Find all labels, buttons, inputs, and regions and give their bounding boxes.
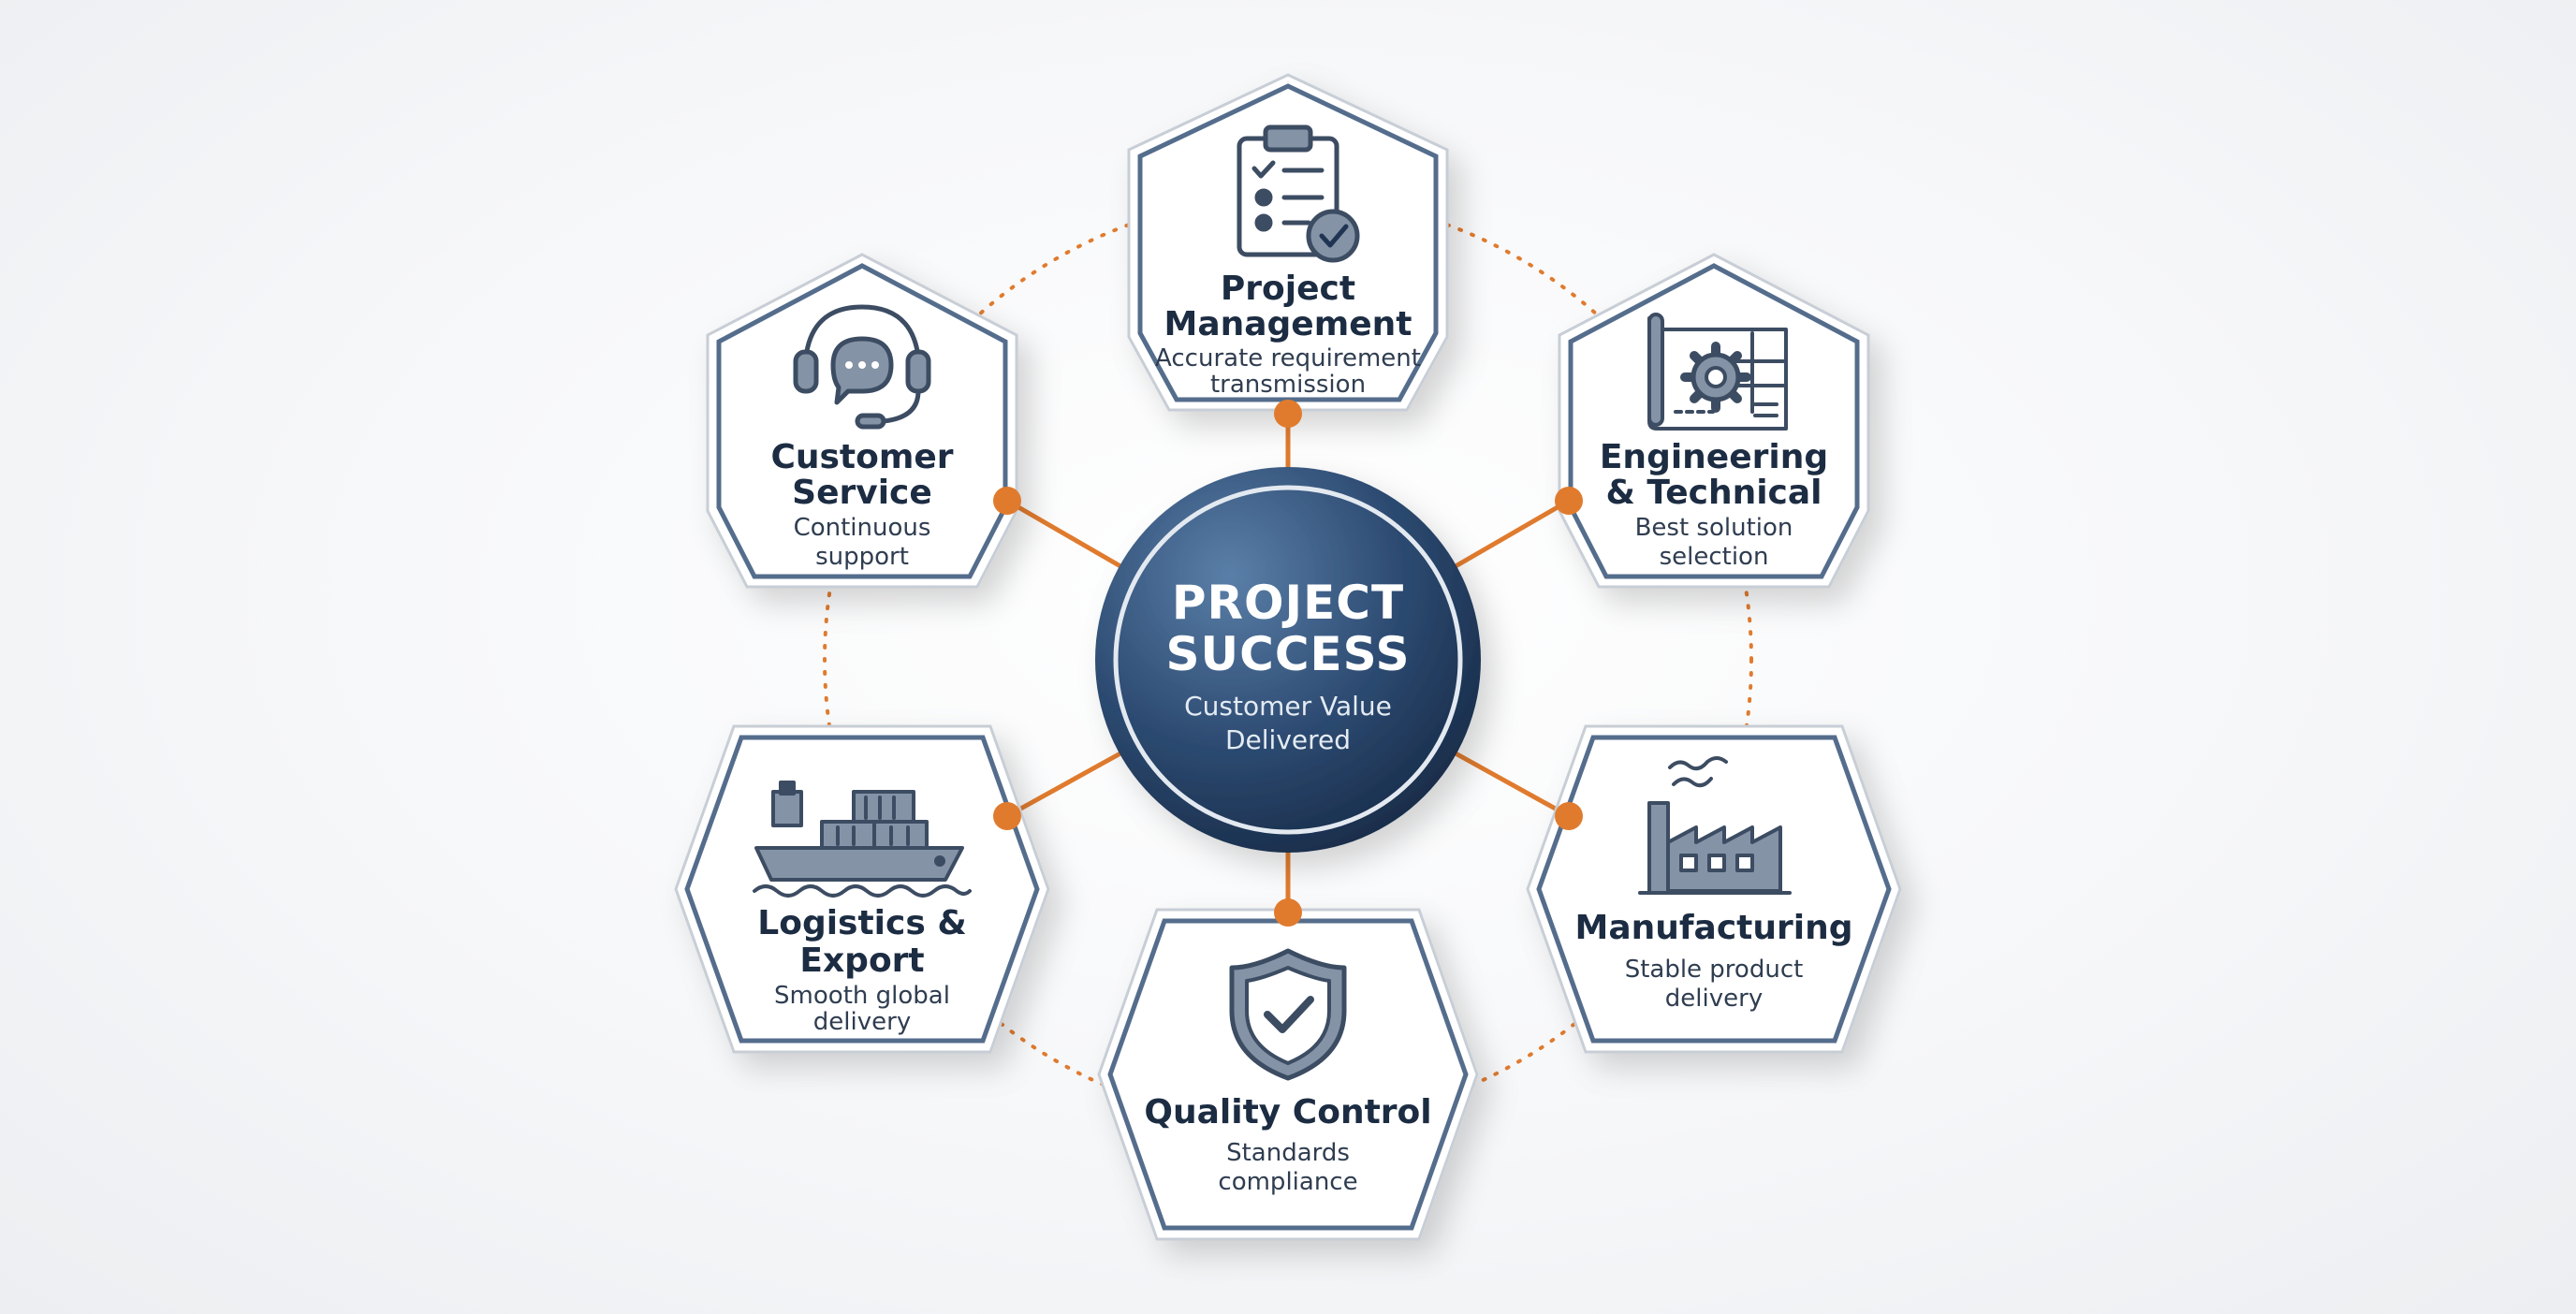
node-subtitle: Smooth global — [774, 982, 950, 1010]
node-title: Management — [1164, 305, 1412, 343]
connector-dot — [1555, 802, 1583, 830]
node-subtitle: Continuous — [794, 514, 931, 542]
connector-engineering — [1454, 498, 1571, 569]
connector-dot — [993, 487, 1021, 515]
cargo-ship-icon — [753, 781, 972, 898]
center-subtitle: Delivered — [1225, 724, 1351, 755]
node-subtitle: delivery — [1665, 985, 1763, 1013]
blueprint-gear-icon — [1647, 313, 1788, 431]
orbit-ring — [823, 195, 1753, 1125]
node-title: Engineering — [1600, 438, 1828, 476]
node-subtitle: Accurate requirement — [1155, 344, 1421, 372]
node-project-management — [1127, 73, 1449, 412]
connector-dot — [993, 802, 1021, 830]
connector-customer-service — [1005, 498, 1122, 569]
node-title: Quality Control — [1144, 1093, 1431, 1132]
headset-chat-icon — [793, 304, 931, 430]
center-title: PROJECT — [1172, 576, 1404, 630]
node-title: Export — [799, 942, 924, 980]
node-title: Customer — [770, 438, 953, 476]
node-subtitle: Standards — [1226, 1139, 1350, 1167]
connector-lines — [1005, 421, 1571, 912]
node-title: Project — [1221, 270, 1355, 308]
center-hub: PROJECT SUCCESS Customer Value Delivered — [1095, 467, 1481, 853]
center-hub-ring — [1113, 485, 1463, 835]
node-title: Manufacturing — [1575, 909, 1853, 947]
node-title: Service — [792, 474, 932, 512]
shield-check-icon — [1229, 948, 1347, 1081]
node-title: & Technical — [1605, 474, 1822, 512]
connector-dots — [993, 400, 1583, 927]
node-subtitle: support — [815, 543, 909, 571]
connector-logistics — [1005, 751, 1122, 819]
node-title: Logistics & — [757, 904, 966, 942]
center-subtitle: Customer Value — [1184, 691, 1392, 722]
connector-manufacturing — [1454, 751, 1571, 819]
node-subtitle: transmission — [1210, 371, 1366, 399]
node-subtitle: delivery — [813, 1008, 911, 1036]
center-title: SUCCESS — [1166, 627, 1411, 681]
node-subtitle: selection — [1660, 543, 1769, 571]
clipboard-checklist-icon — [1237, 124, 1360, 263]
connector-dot — [1274, 400, 1302, 428]
center-hub-disc — [1095, 467, 1481, 853]
connector-dot — [1274, 898, 1302, 927]
node-subtitle: Best solution — [1635, 514, 1793, 542]
node-subtitle: Stable product — [1625, 956, 1804, 984]
factory-icon — [1638, 756, 1792, 895]
connector-dot — [1555, 487, 1583, 515]
node-subtitle: compliance — [1218, 1168, 1357, 1196]
